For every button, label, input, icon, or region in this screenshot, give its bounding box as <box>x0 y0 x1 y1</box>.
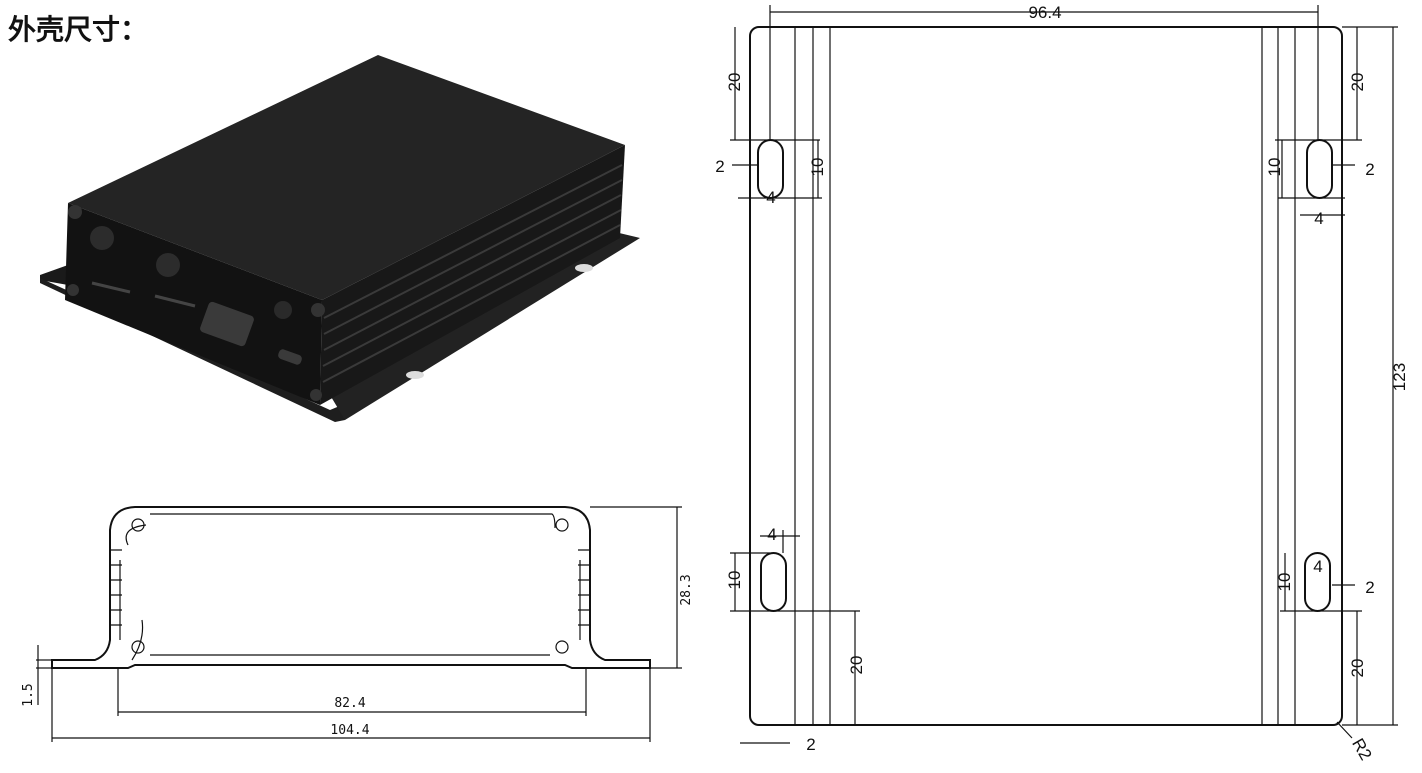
cross-section-drawing: 28.3 82.4 104.4 1.5 <box>21 506 694 742</box>
dim-offset-br: 20 <box>1348 659 1367 678</box>
top-view-drawing: 96.4 123 20 20 20 20 10 10 10 10 4 4 4 4… <box>715 3 1409 763</box>
page-title: 外壳尺寸： <box>8 13 149 46</box>
dim-height: 28.3 <box>679 574 694 605</box>
dim-slot-width-br: 4 <box>1313 557 1322 576</box>
dim-slot-length-bl: 10 <box>725 571 744 590</box>
dim-slot-length-br: 10 <box>1275 573 1294 592</box>
slot-top-right <box>1306 139 1333 199</box>
dim-inner-width: 82.4 <box>334 696 365 711</box>
dim-corner-radius: R2 <box>1348 735 1375 763</box>
dim-total-width: 104.4 <box>330 723 369 738</box>
dim-offset-bl: 20 <box>847 656 866 675</box>
dim-flange-thickness: 1.5 <box>21 683 36 706</box>
enclosure-photo <box>40 55 640 422</box>
dim-length: 123 <box>1390 363 1409 391</box>
dim-offset-tl: 20 <box>725 73 744 92</box>
dim-slot-width-tr: 4 <box>1314 209 1323 228</box>
dim-hole-spacing: 96.4 <box>1028 3 1061 22</box>
dim-slot-radius-tl: 2 <box>715 157 724 176</box>
dim-edge-offset: 2 <box>806 735 815 754</box>
dim-slot-width-tl: 4 <box>766 188 775 207</box>
dim-slot-length-tl: 10 <box>808 158 827 177</box>
dim-slot-radius-br: 2 <box>1365 578 1374 597</box>
dim-slot-radius-tr: 2 <box>1365 160 1374 179</box>
dim-offset-tr: 20 <box>1348 73 1367 92</box>
dim-slot-length-tr: 10 <box>1265 158 1284 177</box>
slot-bottom-left <box>760 552 787 612</box>
dim-slot-width-bl: 4 <box>767 525 776 544</box>
